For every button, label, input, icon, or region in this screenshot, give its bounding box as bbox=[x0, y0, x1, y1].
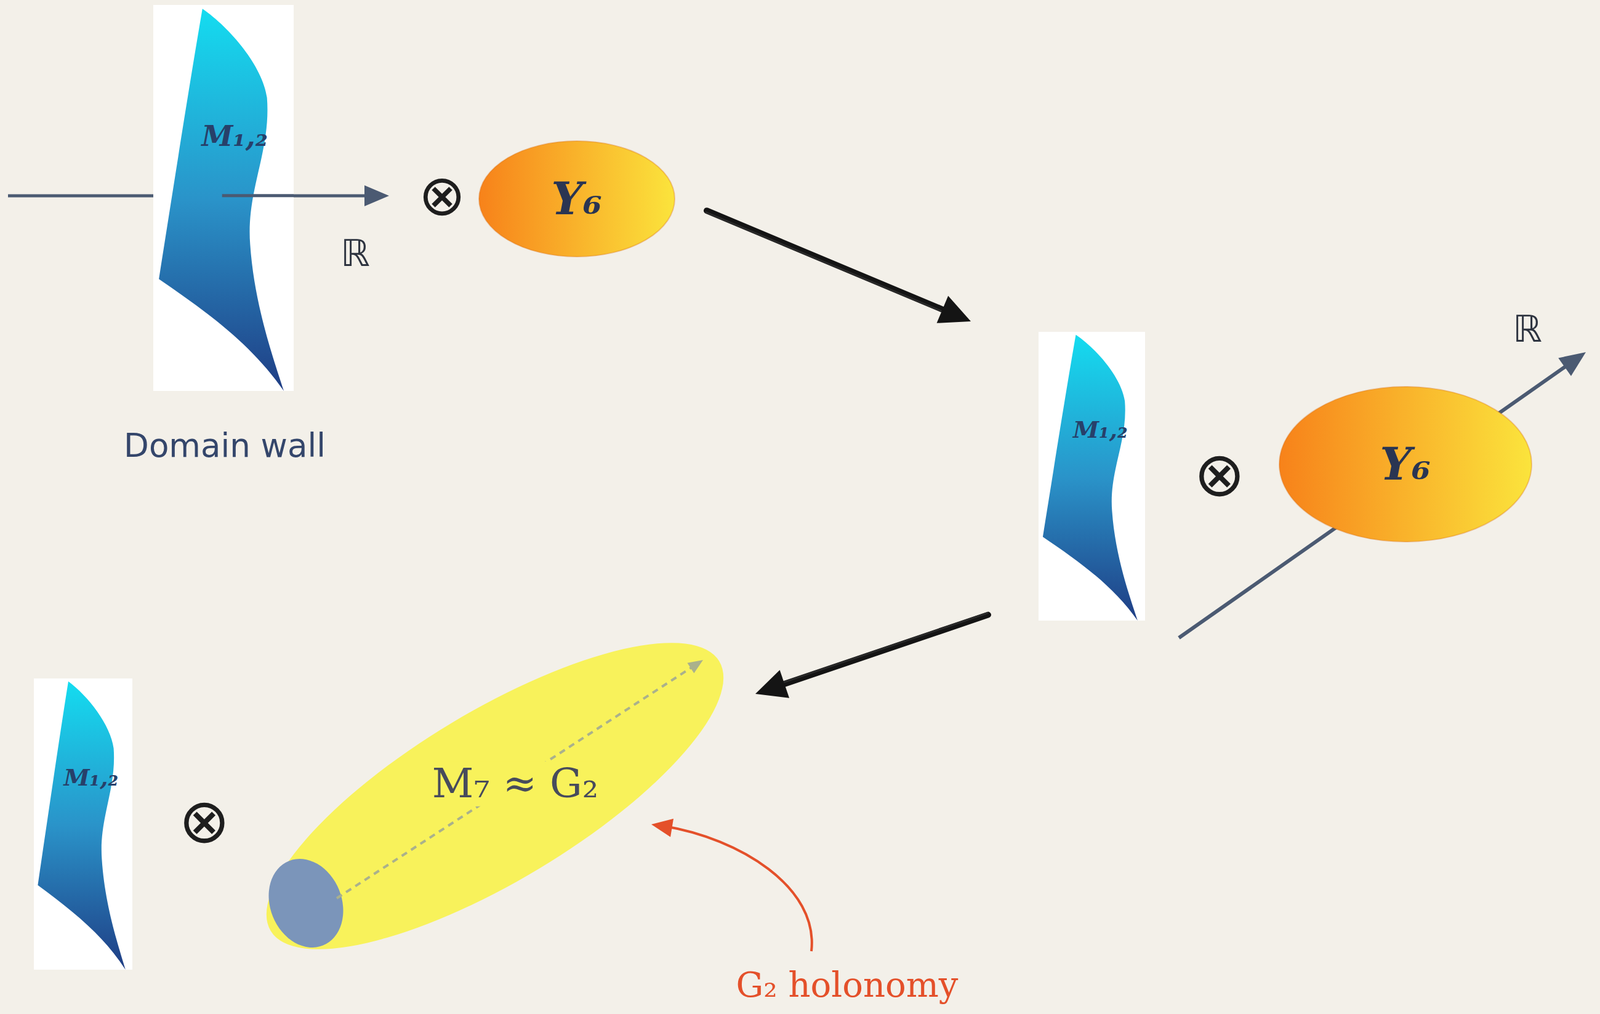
manifold-label: M₁,₂ bbox=[1073, 417, 1128, 444]
brane-surface bbox=[1042, 334, 1138, 621]
sheet-backing bbox=[1038, 331, 1146, 621]
transition-arrow bbox=[706, 210, 971, 324]
arrowhead bbox=[755, 669, 790, 698]
brane-sheet-outline bbox=[33, 678, 133, 970]
internal-space-ellipse: Y₆ bbox=[477, 139, 676, 258]
tensor-product-symbol: ⊗ bbox=[418, 164, 466, 227]
manifold-label: M₁,₂ bbox=[201, 120, 268, 153]
tensor-product-symbol: ⊗ bbox=[1193, 440, 1246, 509]
leader-line bbox=[664, 826, 813, 952]
space-label: Y₆ bbox=[551, 174, 603, 223]
arrow-sketch bbox=[706, 212, 945, 313]
dashed-arrowhead bbox=[687, 659, 704, 673]
brane-surface bbox=[158, 8, 284, 391]
yellow-ellipse bbox=[227, 588, 764, 1004]
manifold-label: M₇ ≈ G₂ bbox=[428, 761, 603, 807]
axis-line bbox=[1178, 365, 1568, 638]
axis-arrowhead bbox=[1558, 352, 1586, 377]
brane-sheet-outline bbox=[1038, 331, 1146, 621]
axis-arrowhead bbox=[364, 185, 390, 207]
caption-text: Domain wall bbox=[123, 427, 326, 464]
annotation-text: G₂ holonomy bbox=[736, 965, 959, 1005]
dashed-axis bbox=[336, 666, 693, 899]
space-label: Y₆ bbox=[1380, 439, 1432, 489]
axis-line bbox=[222, 193, 294, 197]
leader-arrowhead bbox=[651, 818, 674, 838]
sheet-backing bbox=[153, 4, 294, 391]
tensor-product-symbol: ⊗ bbox=[178, 787, 231, 856]
orange-ellipse bbox=[1279, 386, 1532, 542]
axis-label: ℝ bbox=[1512, 308, 1543, 350]
arrowhead bbox=[936, 296, 971, 324]
brane-sheet: M₁,₂ bbox=[1038, 331, 1146, 621]
transition-arrow bbox=[755, 613, 989, 699]
arrow-shaft bbox=[781, 615, 989, 686]
axis-label: ℝ bbox=[340, 232, 370, 274]
brane-sheet-outline bbox=[153, 4, 294, 391]
brane-sheet: M₁,₂ bbox=[153, 4, 294, 391]
orange-ellipse bbox=[478, 140, 675, 257]
arrow-sketch bbox=[780, 613, 988, 684]
brane-surface bbox=[37, 681, 125, 970]
internal-space-ellipse: Y₆ bbox=[1278, 385, 1533, 543]
brane-sheet: M₁,₂ bbox=[33, 678, 133, 970]
end-cap bbox=[256, 847, 357, 960]
arrow-shaft bbox=[706, 210, 946, 311]
g2-manifold: M₇ ≈ G₂ bbox=[258, 634, 733, 958]
manifold-label: M₁,₂ bbox=[64, 764, 119, 791]
sheet-backing bbox=[33, 678, 133, 970]
